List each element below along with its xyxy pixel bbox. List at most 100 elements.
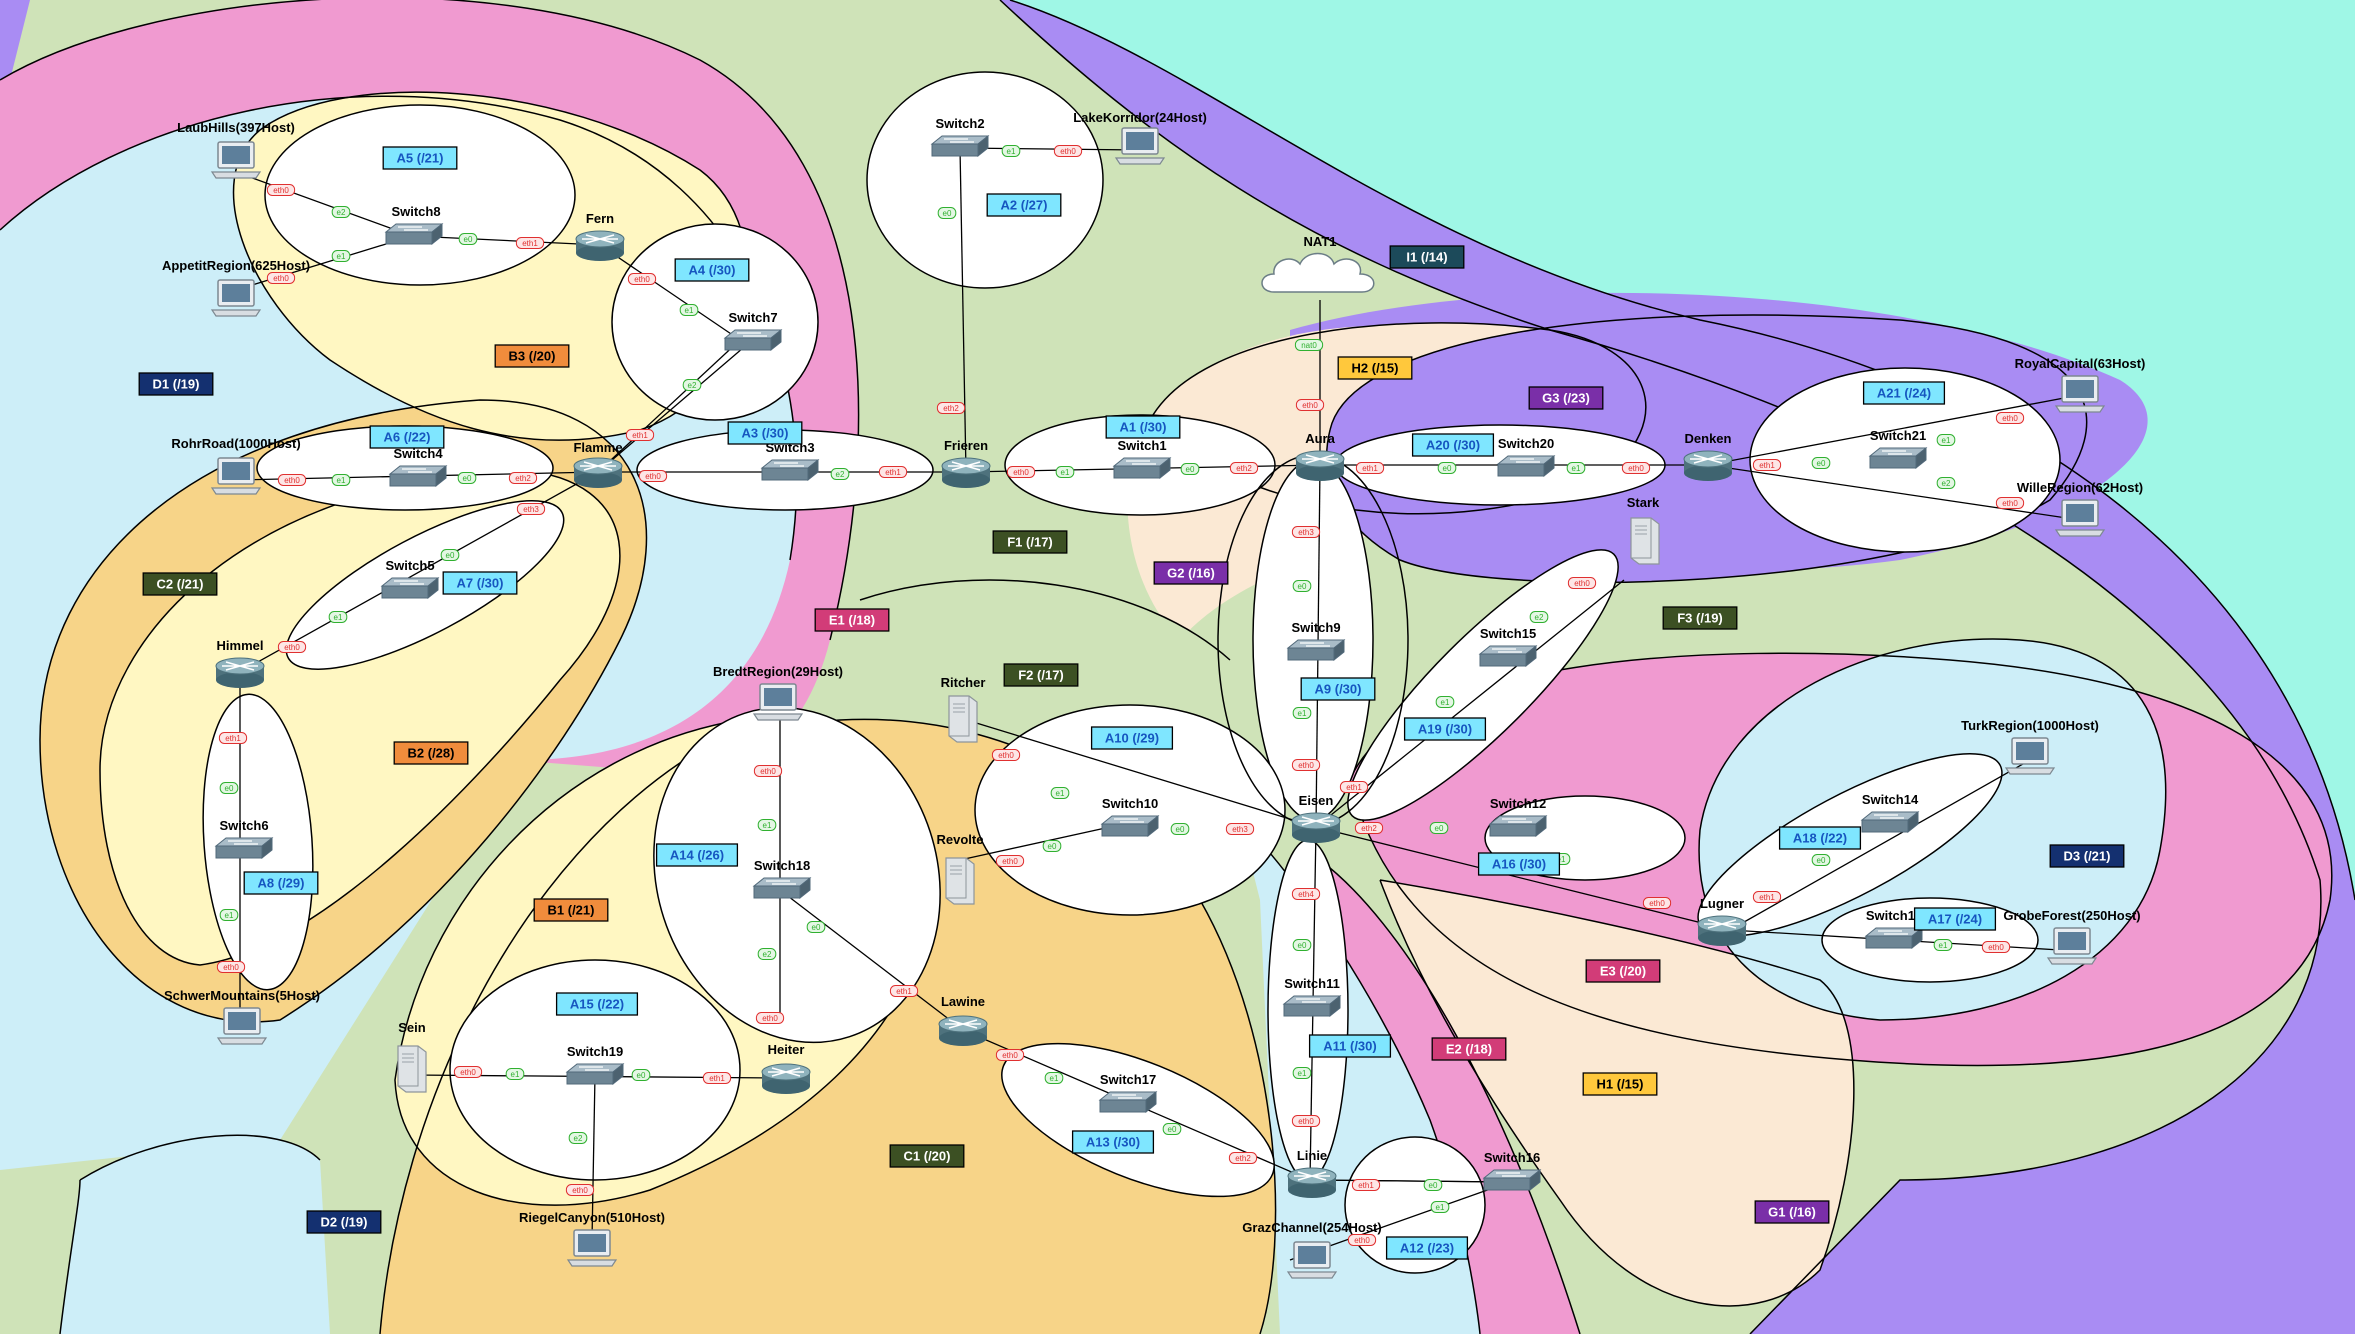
pc-icon: [211, 279, 261, 317]
switch-icon: [385, 223, 443, 245]
port-badge-text: e1: [337, 252, 346, 261]
port-badge: eth1: [889, 985, 919, 997]
pc-schwermountains[interactable]: SchwerMountains(5Host): [164, 988, 320, 1045]
pc-appetitregion[interactable]: AppetitRegion(625Host): [162, 258, 310, 317]
node-label: RiegelCanyon(510Host): [519, 1210, 665, 1225]
router-flamme[interactable]: Flamme: [573, 440, 623, 489]
pc-willeregion[interactable]: WilleRegion(62Host): [2017, 480, 2143, 537]
switch-icon: [1865, 927, 1923, 949]
port-badge-box: [1042, 840, 1062, 852]
switch-icon: [1101, 815, 1159, 837]
pc-rohrroad[interactable]: RohrRoad(1000Host): [171, 436, 301, 495]
router-linie[interactable]: Linie: [1287, 1148, 1337, 1199]
switch-5[interactable]: Switch5: [381, 558, 439, 599]
port-badge: eth0: [266, 184, 296, 196]
switch-15[interactable]: Switch15: [1479, 626, 1537, 667]
server-revolte[interactable]: Revolte: [937, 832, 984, 905]
subnet-label-g2: G2 (/16): [1153, 561, 1229, 585]
switch-6[interactable]: Switch6: [215, 818, 273, 859]
pc-laubhills[interactable]: LaubHills(397Host): [177, 120, 295, 179]
port-badge-box: [1355, 462, 1385, 474]
port-badge-box: [991, 749, 1021, 761]
port-badge-text: eth0: [1002, 857, 1018, 866]
port-badge-box: [219, 782, 239, 794]
switch-17[interactable]: Switch17: [1099, 1072, 1157, 1113]
router-icon: [761, 1063, 811, 1095]
subnet-label-a2: A2 (/27): [986, 193, 1062, 217]
subnet-label-e3: E3 (/20): [1585, 959, 1661, 983]
ellipse-a19: [1347, 549, 1619, 821]
port-badge-box: [1053, 145, 1083, 157]
port-badge: eth0: [565, 1184, 595, 1196]
port-badge-box: [328, 611, 348, 623]
switch-7[interactable]: Switch7: [724, 310, 782, 351]
switch-icon: [1483, 1169, 1541, 1191]
switch-13[interactable]: Switch13: [1865, 908, 1923, 949]
pc-lakekorridor[interactable]: LakeKorridor(24Host): [1073, 110, 1207, 165]
router-lugner[interactable]: Lugner: [1697, 896, 1747, 947]
router-frieren[interactable]: Frieren: [941, 438, 991, 489]
port-badge-text: eth0: [2002, 414, 2018, 423]
switch-2[interactable]: Switch2: [931, 116, 989, 157]
port-badge-text: e0: [446, 551, 455, 560]
port-badge-box: [1811, 854, 1831, 866]
subnet-label-box: [1308, 1034, 1392, 1058]
switch-12[interactable]: Switch12: [1489, 796, 1547, 837]
pc-grazchannel[interactable]: GrazChannel(254Host): [1242, 1220, 1382, 1279]
subnet-label-text: A17 (/24): [1928, 912, 1982, 927]
port-badge-box: [638, 470, 668, 482]
pc-royalcapital[interactable]: RoyalCapital(63Host): [2015, 356, 2146, 413]
router-heiter[interactable]: Heiter: [761, 1042, 811, 1095]
port-badge-text: eth3: [1298, 528, 1314, 537]
router-himmel[interactable]: Himmel: [215, 638, 265, 689]
pc-turkregion[interactable]: TurkRegion(1000Host): [1961, 718, 2099, 775]
port-badge-text: e1: [1007, 147, 1016, 156]
pc-bredtregion[interactable]: BredtRegion(29Host): [713, 664, 843, 721]
router-eisen[interactable]: Eisen: [1291, 793, 1341, 844]
port-badge-text: e0: [1298, 582, 1307, 591]
port-badge-box: [889, 985, 919, 997]
port-badge-box: [1291, 526, 1321, 538]
port-badge-box: [1295, 399, 1325, 411]
switch-16[interactable]: Switch16: [1483, 1150, 1541, 1191]
switch-1[interactable]: Switch1: [1113, 438, 1171, 479]
cloud-nat1[interactable]: NAT1: [1261, 234, 1375, 293]
pc-grobeforest[interactable]: GrobeForest(250Host): [2003, 908, 2141, 965]
server-sein[interactable]: Sein: [397, 1020, 427, 1093]
subnet-label-text: B2 (/28): [408, 746, 455, 761]
node-label: Lawine: [941, 994, 985, 1009]
switch-14[interactable]: Switch14: [1861, 792, 1919, 833]
port-badge-text: eth1: [709, 1074, 725, 1083]
switch-icon: [931, 135, 989, 157]
switch-20[interactable]: Switch20: [1497, 436, 1555, 477]
port-badge-text: e1: [511, 1070, 520, 1079]
port-badge: eth2: [508, 472, 538, 484]
node-label: GrazChannel(254Host): [1242, 1220, 1381, 1235]
switch-19[interactable]: Switch19: [566, 1044, 624, 1085]
router-lawine[interactable]: Lawine: [938, 994, 988, 1047]
switch-11[interactable]: Switch11: [1283, 976, 1341, 1017]
switch-21[interactable]: Switch21: [1869, 428, 1927, 469]
port-badge: eth0: [277, 474, 307, 486]
pc-riegelcanyon[interactable]: RiegelCanyon(510Host): [519, 1210, 665, 1267]
router-aura[interactable]: Aura: [1295, 431, 1345, 482]
subnet-label-a11: A11 (/30): [1308, 1034, 1392, 1058]
router-fern[interactable]: Fern: [575, 211, 625, 262]
switch-10[interactable]: Switch10: [1101, 796, 1159, 837]
server-stark[interactable]: Stark: [1627, 495, 1660, 565]
switch-4[interactable]: Switch4: [389, 446, 447, 487]
port-badge: eth1: [1752, 891, 1782, 903]
switch-18[interactable]: Switch18: [753, 858, 811, 899]
switch-9[interactable]: Switch9: [1287, 620, 1345, 661]
subnet-label-e2: E2 (/18): [1431, 1037, 1507, 1061]
node-label: Linie: [1297, 1148, 1327, 1163]
subnet-label-g1: G1 (/16): [1754, 1200, 1830, 1224]
router-denken[interactable]: Denken: [1683, 431, 1733, 482]
server-ritcher[interactable]: Ritcher: [941, 675, 986, 743]
node-label: LakeKorridor(24Host): [1073, 110, 1207, 125]
subnet-label-box: [1003, 663, 1079, 687]
switch-8[interactable]: Switch8: [385, 204, 443, 245]
port-badge-box: [266, 272, 296, 284]
node-label: Himmel: [217, 638, 264, 653]
subnet-label-text: A7 (/30): [457, 576, 504, 591]
